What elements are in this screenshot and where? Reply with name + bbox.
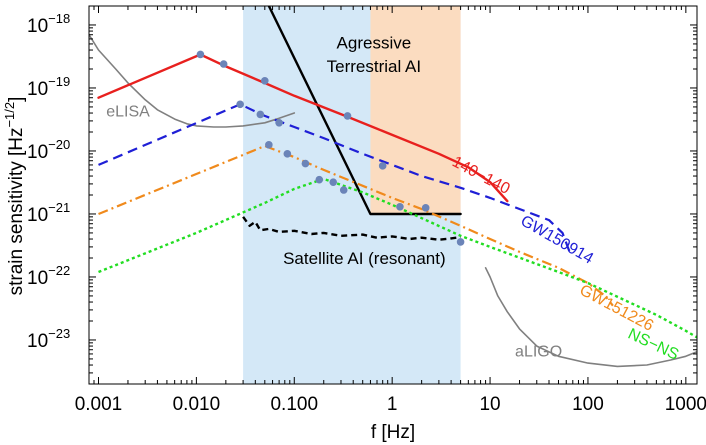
- band-regions: [243, 6, 461, 384]
- y-axis-label: strain sensitivity [Hz−1/2]: [2, 97, 27, 296]
- y-axis-ticks: 10−18 10−19 10−20 10−21 10−22 10−23: [27, 5, 697, 385]
- x-tick-label: 1000: [665, 394, 706, 415]
- y-axis-label-exponent: −1/2: [2, 102, 17, 128]
- x-tick-label: 10: [479, 394, 500, 415]
- series-elisa: [89, 33, 296, 128]
- y-tick-label: 10−21: [27, 200, 70, 226]
- x-tick-label: 1: [387, 394, 398, 415]
- x-axis-label: f [Hz]: [371, 422, 415, 443]
- series-aligo: [484, 267, 697, 368]
- x-tick-label: 100: [572, 394, 604, 415]
- data-marker: [378, 162, 387, 170]
- terrestrial-ai-band: [370, 6, 461, 214]
- data-marker: [265, 141, 273, 149]
- data-marker: [256, 110, 265, 119]
- series-label-elisa: eLISA: [106, 104, 150, 121]
- x-tick-label: 0.001: [75, 394, 123, 415]
- terrestrial-ai-label-line1: Agressive: [337, 34, 412, 53]
- series-satellite-ai-resonant: [242, 216, 461, 241]
- data-marker: [275, 118, 283, 127]
- data-marker: [396, 202, 404, 211]
- x-tick-label: 0.100: [270, 394, 318, 415]
- data-marker: [301, 159, 310, 168]
- terrestrial-ai-label-line2: Terrestrial AI: [327, 57, 421, 76]
- series-label-gw150914: GW150914: [518, 212, 597, 267]
- y-tick-label: 10−19: [27, 74, 70, 100]
- data-marker: [343, 112, 352, 120]
- series-label-aligo: aLIGO: [515, 343, 562, 360]
- y-axis-label-main: strain sensitivity [Hz: [6, 128, 27, 296]
- data-marker: [283, 150, 292, 158]
- series-terrestrial-ai: [267, 6, 462, 216]
- data-marker: [315, 175, 324, 184]
- satellite-ai-label: Satellite AI (resonant): [283, 249, 446, 268]
- data-marker: [261, 76, 269, 85]
- series-label-ns-ns: NS−NS: [625, 326, 681, 364]
- y-axis-label-close: ]: [6, 97, 27, 102]
- y-tick-label: 10−20: [27, 137, 70, 163]
- data-marker: [456, 238, 465, 246]
- y-tick-label: 10−23: [27, 326, 70, 352]
- data-marker: [219, 60, 228, 68]
- marker-group: [196, 50, 465, 246]
- data-marker: [339, 186, 348, 194]
- data-marker: [236, 100, 244, 109]
- data-marker: [329, 178, 338, 186]
- y-tick-label: 10−18: [27, 11, 70, 37]
- series-ns-ns: [98, 177, 697, 339]
- x-axis-ticks: 0.001 0.010 0.100 1 10 100 1000: [75, 6, 706, 415]
- data-marker: [196, 50, 205, 59]
- data-marker: [421, 204, 430, 212]
- y-tick-label: 10−22: [27, 263, 70, 289]
- x-tick-label: 0.010: [173, 394, 221, 415]
